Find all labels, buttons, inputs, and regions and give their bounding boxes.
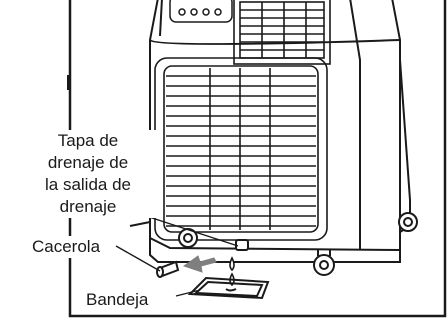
lower-grille (154, 57, 328, 241)
pan-label: Cacerola (30, 236, 103, 258)
drain-cap-label-line: la salida de (44, 175, 131, 194)
drain-cap-label-line: drenaje (59, 197, 117, 216)
leader-drain-cap (145, 215, 239, 247)
drain-cap-label-line: drenaje de (47, 153, 129, 172)
removal-arrow (182, 255, 217, 273)
casters (178, 212, 418, 276)
tray-label: Bandeja (84, 289, 151, 311)
control-panel (169, 0, 233, 23)
leader-lines (115, 215, 239, 297)
drain-outlet (235, 239, 249, 251)
collection-tray (187, 276, 270, 300)
drain-cap-label-line: Tapa de (57, 131, 119, 150)
leader-pan (115, 245, 161, 272)
upper-grille (233, 0, 331, 65)
drain-cap-label: Tapa de drenaje de la salida de drenaje (18, 130, 158, 218)
leader-tray (175, 289, 201, 297)
unit-upper-body (149, 0, 401, 263)
water-drops (229, 256, 235, 287)
drain-cap (156, 260, 180, 278)
